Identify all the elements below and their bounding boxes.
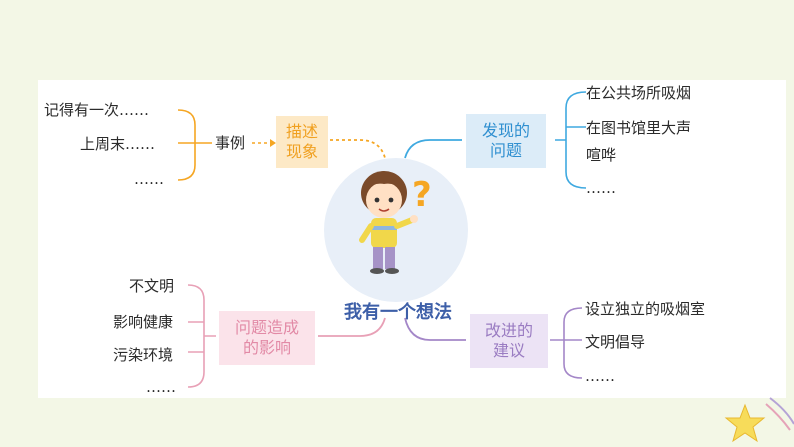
bottom-right-item-3: ……	[585, 367, 615, 385]
bottom-left-item-2: 影响健康	[113, 313, 174, 331]
connector-bottom-right-bracket	[550, 307, 583, 379]
node-improvement-suggestions: 改进的 建议	[470, 314, 548, 368]
svg-text:?: ?	[412, 175, 432, 215]
top-left-mid-label: 事例	[215, 134, 246, 152]
bottom-left-item-1: 不文明	[129, 277, 175, 295]
center-title: 我有一个想法	[344, 302, 452, 323]
star-decoration	[724, 397, 794, 443]
node-found-problems: 发现的 问题	[466, 114, 546, 168]
node-describe-phenomenon: 描述 现象	[276, 116, 328, 168]
top-left-item-2: 上周末……	[80, 135, 156, 153]
connector-bottom-right-center	[404, 317, 466, 341]
node-improvement-suggestions-label: 改进的 建议	[484, 321, 533, 360]
node-problem-impact-label: 问题造成 的影响	[234, 318, 299, 357]
bottom-right-item-1: 设立独立的吸烟室	[585, 300, 706, 318]
top-left-item-3: ……	[134, 170, 164, 188]
boy-illustration: ?	[359, 171, 432, 274]
top-right-item-3: 喧哗	[586, 146, 617, 164]
connector-bottom-left-center	[318, 317, 386, 337]
connector-bottom-left-bracket	[187, 284, 216, 388]
top-right-item-1: 在公共场所吸烟	[586, 84, 692, 102]
connector-top-left-bracket	[177, 109, 212, 181]
top-right-item-4: ……	[586, 179, 616, 197]
top-left-item-1: 记得有一次……	[44, 101, 150, 119]
top-right-item-2: 在图书馆里大声	[586, 119, 692, 137]
connector-top-right-bracket	[555, 91, 587, 189]
bottom-left-item-3: 污染环境	[113, 346, 174, 364]
connector-top-right-center	[404, 139, 462, 159]
bottom-left-item-4: ……	[146, 378, 176, 396]
bottom-right-item-2: 文明倡导	[585, 333, 646, 351]
node-problem-impact: 问题造成 的影响	[219, 311, 315, 365]
node-found-problems-label: 发现的 问题	[481, 121, 530, 160]
connector-top-left-center	[330, 139, 386, 159]
node-describe-phenomenon-label: 描述 现象	[285, 122, 318, 161]
